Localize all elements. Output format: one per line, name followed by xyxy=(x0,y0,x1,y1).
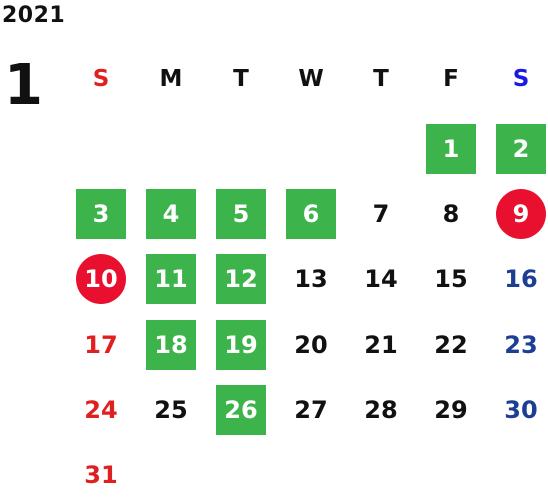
day-cell-23[interactable]: 23 xyxy=(496,320,546,370)
weekday-3: W xyxy=(298,66,324,92)
day-number: 31 xyxy=(84,461,118,489)
day-cell-7[interactable]: 7 xyxy=(356,189,406,239)
day-number: 13 xyxy=(294,265,328,293)
day-number: 9 xyxy=(512,200,530,228)
day-cell-12[interactable]: 12 xyxy=(216,254,266,304)
day-cell-16[interactable]: 16 xyxy=(496,254,546,304)
day-cell-5[interactable]: 5 xyxy=(216,189,266,239)
day-number: 25 xyxy=(154,396,188,424)
day-cell-26[interactable]: 26 xyxy=(216,385,266,435)
day-cell-30[interactable]: 30 xyxy=(496,385,546,435)
weekday-1: M xyxy=(159,66,183,92)
day-number: 22 xyxy=(434,331,468,359)
day-number: 21 xyxy=(364,331,398,359)
year-label: 2021 xyxy=(2,3,66,28)
day-cell-3[interactable]: 3 xyxy=(76,189,126,239)
day-number: 10 xyxy=(84,265,118,293)
day-number: 2 xyxy=(512,135,530,163)
day-number: 6 xyxy=(302,200,320,228)
day-number: 23 xyxy=(504,331,538,359)
day-number: 7 xyxy=(372,200,390,228)
day-cell-22[interactable]: 22 xyxy=(426,320,476,370)
day-cell-31[interactable]: 31 xyxy=(76,450,126,500)
day-number: 28 xyxy=(364,396,398,424)
day-number: 24 xyxy=(84,396,118,424)
day-number: 1 xyxy=(442,135,460,163)
weekday-0: S xyxy=(92,66,110,92)
day-number: 8 xyxy=(442,200,460,228)
day-cell-14[interactable]: 14 xyxy=(356,254,406,304)
weekday-4: T xyxy=(373,66,389,92)
day-cell-6[interactable]: 6 xyxy=(286,189,336,239)
day-cell-13[interactable]: 13 xyxy=(286,254,336,304)
day-number: 4 xyxy=(162,200,180,228)
day-number: 16 xyxy=(504,265,538,293)
day-number: 12 xyxy=(224,265,258,293)
day-cell-27[interactable]: 27 xyxy=(286,385,336,435)
day-number: 5 xyxy=(232,200,250,228)
day-number: 27 xyxy=(294,396,328,424)
day-number: 30 xyxy=(504,396,538,424)
day-number: 19 xyxy=(224,331,258,359)
day-number: 3 xyxy=(92,200,110,228)
day-cell-20[interactable]: 20 xyxy=(286,320,336,370)
weekday-6: S xyxy=(512,66,530,92)
day-cell-1[interactable]: 1 xyxy=(426,124,476,174)
weekday-2: T xyxy=(233,66,249,92)
day-cell-25[interactable]: 25 xyxy=(146,385,196,435)
day-cell-21[interactable]: 21 xyxy=(356,320,406,370)
day-cell-8[interactable]: 8 xyxy=(426,189,476,239)
day-number: 14 xyxy=(364,265,398,293)
weekday-5: F xyxy=(443,66,459,92)
day-cell-24[interactable]: 24 xyxy=(76,385,126,435)
day-cell-11[interactable]: 11 xyxy=(146,254,196,304)
day-cell-15[interactable]: 15 xyxy=(426,254,476,304)
day-number: 11 xyxy=(154,265,188,293)
day-number: 17 xyxy=(84,331,118,359)
day-number: 20 xyxy=(294,331,328,359)
day-number: 15 xyxy=(434,265,468,293)
day-cell-29[interactable]: 29 xyxy=(426,385,476,435)
day-cell-19[interactable]: 19 xyxy=(216,320,266,370)
day-number: 26 xyxy=(224,396,258,424)
month-label: 1 xyxy=(4,53,43,118)
day-cell-9[interactable]: 9 xyxy=(496,189,546,239)
day-cell-28[interactable]: 28 xyxy=(356,385,406,435)
day-number: 18 xyxy=(154,331,188,359)
day-cell-10[interactable]: 10 xyxy=(76,254,126,304)
day-cell-4[interactable]: 4 xyxy=(146,189,196,239)
day-cell-17[interactable]: 17 xyxy=(76,320,126,370)
day-cell-2[interactable]: 2 xyxy=(496,124,546,174)
day-number: 29 xyxy=(434,396,468,424)
day-cell-18[interactable]: 18 xyxy=(146,320,196,370)
